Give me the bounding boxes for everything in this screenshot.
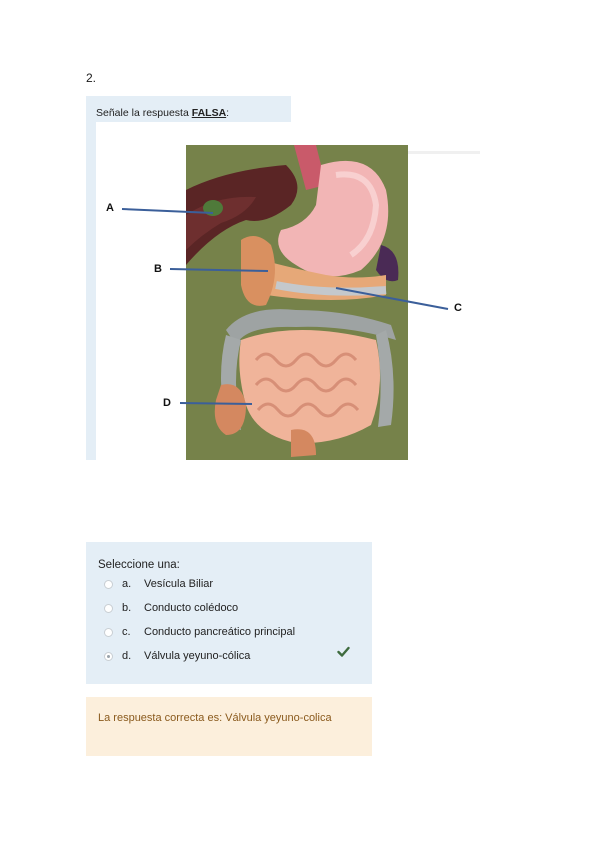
radio-option-d[interactable] [104,651,113,661]
option-b[interactable]: b. Conducto colédoco [104,602,238,614]
option-text: Vesícula Biliar [144,578,214,590]
figure-label-a: A [106,202,114,214]
radio-option-b[interactable] [104,603,113,613]
option-letter: d. [122,650,132,662]
prompt-suffix: : [226,107,230,119]
radio-option-a[interactable] [104,579,113,589]
prompt-emphasis: FALSA [191,107,227,119]
image-top-edge [408,151,480,154]
select-one-label: Seleccione una: [98,559,180,571]
option-letter: c. [122,626,131,638]
option-a[interactable]: a. Vesícula Biliar [104,578,213,590]
radio-option-c[interactable] [104,627,113,637]
prompt-box [86,96,291,122]
anatomy-model-image [186,145,408,460]
question-number: 2. [86,71,97,85]
option-letter: b. [122,602,132,614]
option-text: Válvula yeyuno-cólica [144,650,251,662]
option-text: Conducto pancreático principal [144,626,296,638]
figure-label-d: D [163,397,171,409]
option-letter: a. [122,578,132,590]
prompt-prefix: Señale la respuesta [96,107,192,119]
option-text: Conducto colédoco [144,602,239,614]
question-side-strip [86,122,96,460]
feedback-panel [86,697,372,756]
figure-label-c: C [454,302,462,314]
question-prompt: Señale la respuesta FALSA: [96,107,229,119]
checkmark-icon [337,646,350,657]
figure-label-b: B [154,263,162,275]
correct-answer-feedback: La respuesta correcta es: Válvula yeyuno… [98,712,332,724]
option-d[interactable]: d. Válvula yeyuno-cólica [104,650,250,662]
answer-panel [86,542,372,684]
option-c[interactable]: c. Conducto pancreático principal [104,626,295,638]
